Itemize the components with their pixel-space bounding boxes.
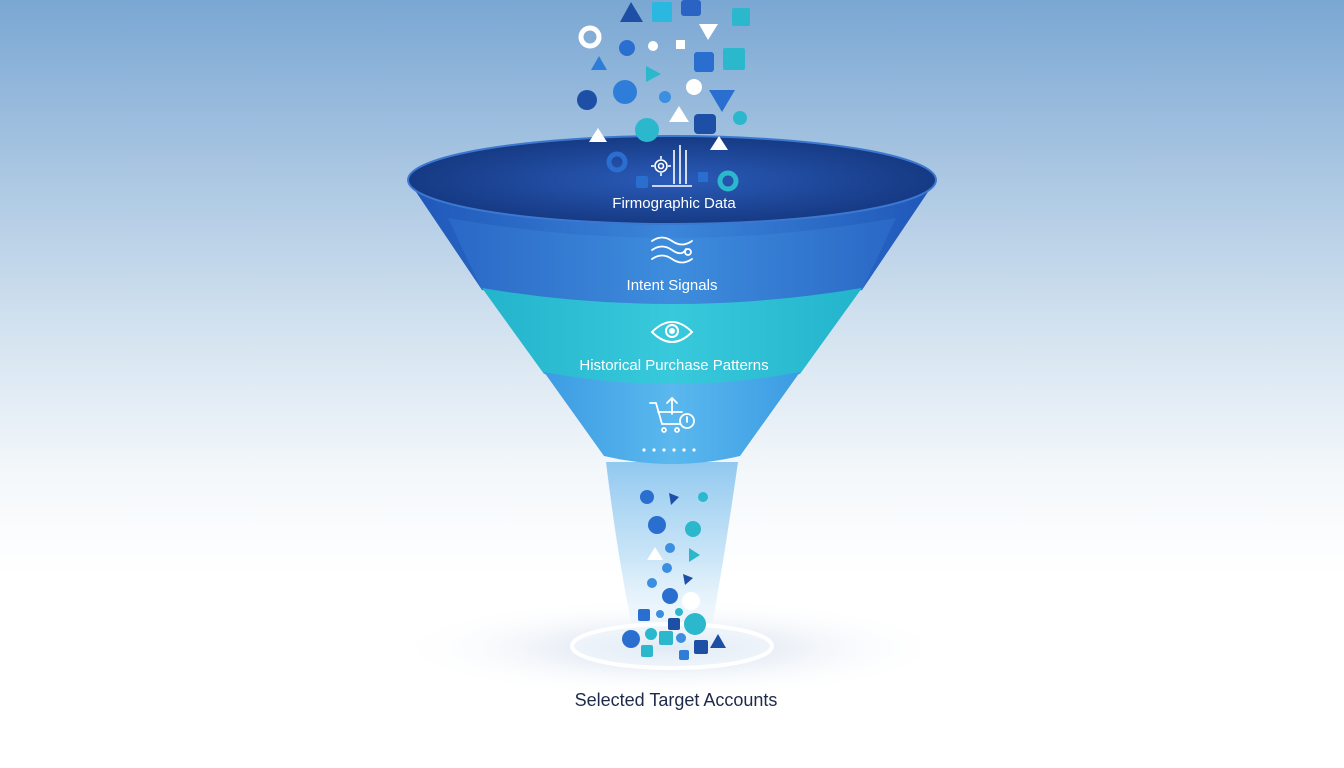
square-shape [638,609,650,621]
ring-shape [606,151,628,173]
eye-icon [650,321,694,343]
selection-ring [570,622,774,670]
result-label: Selected Target Accounts [575,690,778,710]
ring-shape [578,25,602,49]
circle-shape [682,592,700,610]
square-shape [723,48,745,70]
circle-shape [676,633,686,643]
triangle-shape [709,90,735,112]
circle-shape [675,608,683,616]
funnel-rim-edge [407,135,937,225]
circle-shape [662,563,672,573]
triangle-shape [669,493,679,505]
funnel-band-2 [448,218,896,305]
circle-shape [622,630,640,648]
triangle-shape [591,56,607,70]
circle-shape [613,80,637,104]
triangle-shape [647,547,663,560]
circle-shape [648,41,658,51]
progress-dots [642,448,696,452]
circle-shape [577,90,597,110]
stage-label-intent: Intent Signals [627,277,718,294]
incoming-data-shapes [577,0,750,192]
square-shape [732,8,750,26]
stage-label-historical: Historical Purchase Patterns [579,357,768,374]
circle-shape [733,111,747,125]
circle-shape [665,543,675,553]
square-shape [641,645,653,657]
triangle-shape [710,136,728,150]
triangle-shape [689,548,700,562]
stage-label-firmographic: Firmographic Data [612,195,736,212]
square-shape [676,40,685,49]
triangle-shape [710,634,726,648]
circle-shape [647,578,657,588]
funnel-band-4 [544,372,800,464]
wave-signal-icon [651,236,693,264]
ring-shape [717,170,739,192]
square-shape [652,2,672,22]
triangle-shape [669,106,689,122]
triangle-shape [699,24,718,40]
triangle-shape [589,128,607,142]
gear-chart-icon [651,145,692,187]
circle-shape [619,40,635,56]
circle-shape [635,118,659,142]
circle-shape [648,516,666,534]
triangle-shape [683,574,693,585]
square-shape [679,650,689,660]
circle-shape [698,492,708,502]
cart-upload-icon [649,396,695,433]
circle-shape [640,490,654,504]
circle-shape [656,610,664,618]
square-shape [698,172,708,182]
square-shape [636,176,648,188]
square-shape [681,0,701,16]
circle-shape [659,91,671,103]
square-shape [694,640,708,654]
funnel-rim [408,136,936,224]
selected-shapes [622,608,726,660]
circle-shape [645,628,657,640]
filtered-shapes [640,490,708,610]
circle-shape [685,521,701,537]
square-shape [694,52,714,72]
square-shape [659,631,673,645]
circle-shape [686,79,702,95]
triangle-shape [646,66,661,82]
circle-shape [662,588,678,604]
triangle-shape [620,2,643,22]
square-shape [694,114,716,134]
circle-shape [684,613,706,635]
square-shape [668,618,680,630]
